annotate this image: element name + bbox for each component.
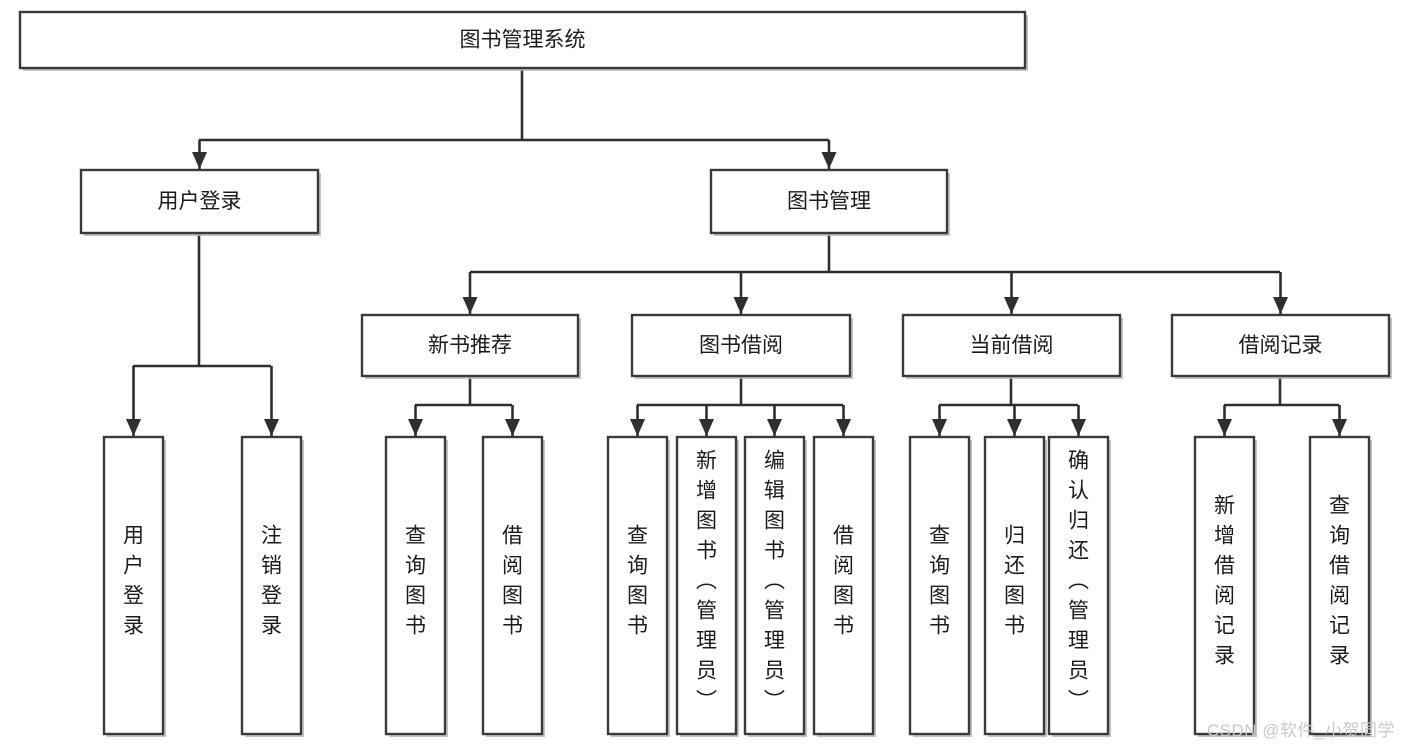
node-leaf-edit-book-admin[interactable]: 编辑图书︵管理员︶ [743,435,807,737]
arrow-head-icon-leaf-borrow-book-1 [505,419,520,436]
node-leaf-query-book-1[interactable]: 查询图书 [384,435,448,737]
node-user-login[interactable]: 用户登录 [79,168,321,236]
node-label-leaf-confirm-return-admin: 确认归还︵管理员︶ [1068,450,1089,713]
node-label-leaf-query-book-2: 查询图书 [627,525,648,638]
arrow-head-icon-leaf-return-book [1007,419,1022,436]
node-leaf-borrow-book-2[interactable]: 借阅图书 [812,435,876,737]
node-label-leaf-user-login: 用户登录 [123,525,144,638]
csdn-watermark: CSDN @软件_小贺同学 [1206,721,1395,740]
node-label-leaf-add-book-admin: 新增图书︵管理员︶ [696,450,717,713]
node-book-borrow[interactable]: 图书借阅 [630,313,853,379]
node-label-leaf-query-borrow-record: 查询借阅记录 [1329,495,1350,668]
node-box-leaf-borrow-book-2[interactable] [812,435,875,736]
arrow-head-icon-leaf-query-borrow-record [1332,419,1347,436]
node-root[interactable]: 图书管理系统 [18,10,1028,71]
node-label-leaf-logout-login: 注销登录 [261,525,282,638]
node-leaf-query-book-3[interactable]: 查询图书 [908,435,972,737]
node-box-leaf-logout-login[interactable] [240,435,303,736]
node-book-manage[interactable]: 图书管理 [709,168,950,236]
node-label-leaf-borrow-book-2: 借阅图书 [833,525,854,638]
node-current-borrow[interactable]: 当前借阅 [901,313,1123,379]
node-box-root[interactable] [18,10,1027,70]
node-leaf-user-login[interactable]: 用户登录 [102,435,166,737]
arrow-head-icon-book-borrow [733,297,749,314]
arrow-head-icon-leaf-query-book-2 [630,419,645,436]
node-label-book-borrow: 图书借阅 [699,334,783,357]
arrow-head-icon-borrow-record [1273,297,1288,314]
arrow-head-icon-leaf-edit-book-admin [767,419,782,436]
node-label-leaf-add-borrow-record: 新增借阅记录 [1214,495,1235,668]
node-label-user-login: 用户登录 [158,190,242,213]
node-label-leaf-query-book-1: 查询图书 [405,525,426,638]
node-leaf-return-book[interactable]: 归还图书 [983,435,1047,737]
node-box-borrow-record[interactable] [1170,313,1391,378]
node-borrow-record[interactable]: 借阅记录 [1170,313,1392,379]
arrow-head-icon-leaf-logout-login [264,419,279,436]
node-box-leaf-borrow-book-1[interactable] [481,435,544,736]
node-leaf-add-borrow-record[interactable]: 新增借阅记录 [1193,435,1257,737]
node-label-leaf-edit-book-admin: 编辑图书︵管理员︶ [764,450,785,713]
node-label-book-manage: 图书管理 [787,190,871,213]
node-leaf-borrow-book-1[interactable]: 借阅图书 [481,435,545,737]
node-box-leaf-query-book-2[interactable] [606,435,669,736]
node-box-book-manage[interactable] [709,168,949,235]
node-box-current-borrow[interactable] [901,313,1122,378]
node-label-borrow-record: 借阅记录 [1239,334,1323,357]
arrow-head-icon-leaf-confirm-return-admin [1071,419,1086,436]
node-box-leaf-confirm-return-admin[interactable] [1047,435,1110,736]
node-new-book-recommend[interactable]: 新书推荐 [360,313,581,379]
arrow-head-icon-leaf-user-login [126,419,141,436]
connectors-layer [126,68,1347,436]
node-box-user-login[interactable] [79,168,320,235]
node-label-root: 图书管理系统 [460,29,586,52]
arrow-head-icon-leaf-query-book-3 [932,419,947,436]
node-leaf-confirm-return-admin[interactable]: 确认归还︵管理员︶ [1047,435,1111,737]
node-label-current-borrow: 当前借阅 [970,334,1054,357]
node-box-leaf-return-book[interactable] [983,435,1046,736]
node-box-leaf-add-borrow-record[interactable] [1193,435,1256,736]
node-box-leaf-user-login[interactable] [102,435,165,736]
node-label-leaf-return-book: 归还图书 [1004,525,1025,638]
node-leaf-query-book-2[interactable]: 查询图书 [606,435,670,737]
node-leaf-query-borrow-record[interactable]: 查询借阅记录 [1308,435,1372,737]
node-label-leaf-borrow-book-1: 借阅图书 [502,525,523,638]
arrow-head-icon-leaf-add-book-admin [699,419,714,436]
arrow-head-icon-leaf-query-book-1 [408,419,423,436]
node-box-leaf-edit-book-admin[interactable] [743,435,806,736]
node-leaf-logout-login[interactable]: 注销登录 [240,435,304,737]
arrow-head-icon-current-borrow [1004,297,1019,314]
arrow-head-icon-user-login [192,152,207,169]
node-box-leaf-add-book-admin[interactable] [675,435,738,736]
arrow-head-icon-leaf-add-borrow-record [1217,419,1232,436]
nodes-layer: 图书管理系统用户登录图书管理新书推荐图书借阅当前借阅借阅记录用户登录注销登录查询… [18,10,1392,737]
arrow-head-icon-new-book-recommend [462,297,478,314]
node-box-leaf-query-book-1[interactable] [384,435,447,736]
node-leaf-add-book-admin[interactable]: 新增图书︵管理员︶ [675,435,739,737]
node-box-new-book-recommend[interactable] [360,313,580,378]
node-box-book-borrow[interactable] [630,313,852,378]
arrow-head-icon-leaf-borrow-book-2 [836,419,851,436]
node-label-new-book-recommend: 新书推荐 [428,334,512,357]
node-box-leaf-query-book-3[interactable] [908,435,971,736]
node-box-leaf-query-borrow-record[interactable] [1308,435,1371,736]
node-label-leaf-query-book-3: 查询图书 [929,525,950,638]
arrow-head-icon-book-manage [821,152,837,169]
